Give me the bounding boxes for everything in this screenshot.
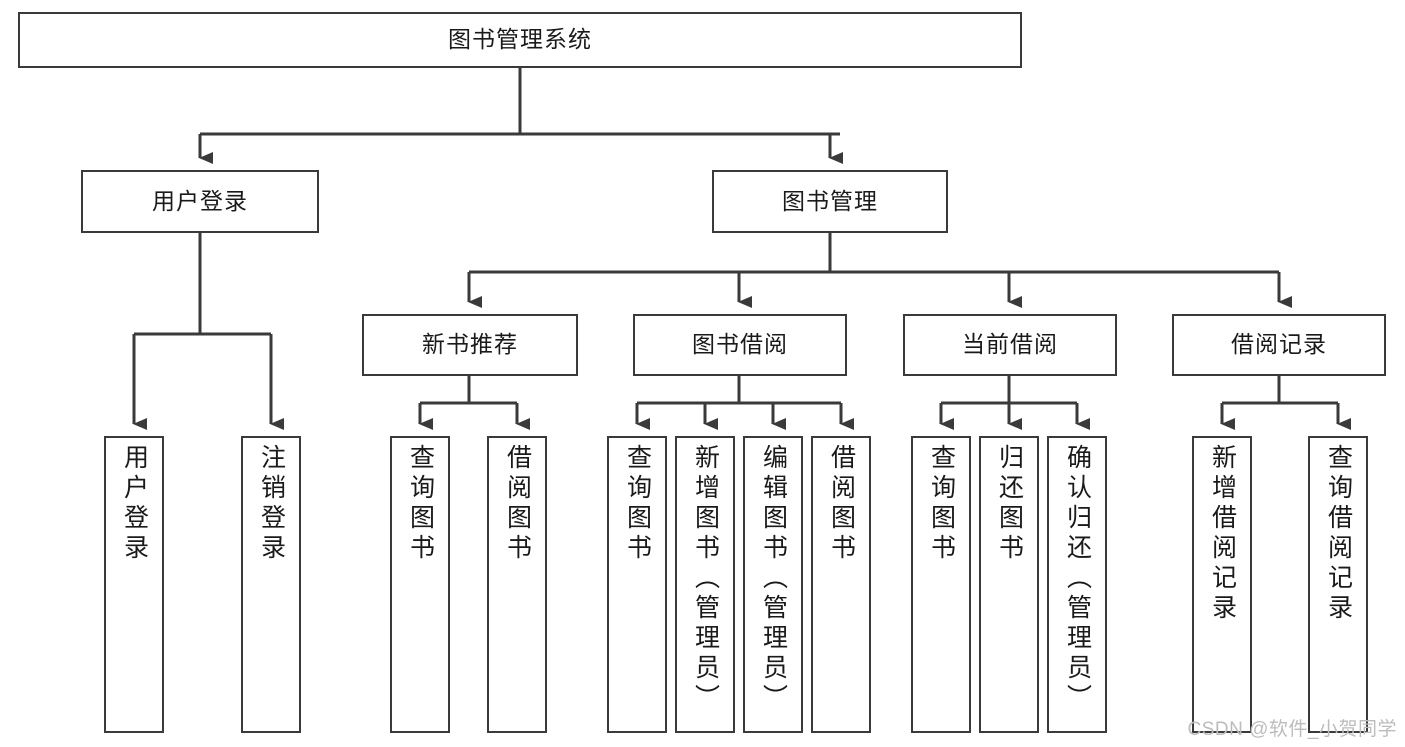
node-root[interactable]: 图书管理系统 [18, 12, 1022, 68]
node-leaf-query-book-1-label: 查询图书 [406, 444, 435, 564]
node-leaf-borrow-book-2[interactable]: 借阅图书 [811, 436, 871, 733]
node-leaf-logout-login[interactable]: 注销登录 [241, 436, 301, 733]
node-book-borrow-label: 图书借阅 [692, 331, 788, 358]
node-book-manage[interactable]: 图书管理 [712, 170, 948, 233]
node-leaf-query-book-1[interactable]: 查询图书 [390, 436, 450, 733]
node-leaf-add-book-label: 新增图书（管理员） [691, 444, 720, 714]
node-leaf-add-record[interactable]: 新增借阅记录 [1192, 436, 1252, 733]
node-current-borrow-label: 当前借阅 [962, 331, 1058, 358]
node-leaf-edit-book-label: 编辑图书（管理员） [759, 444, 788, 714]
node-leaf-query-book-2[interactable]: 查询图书 [607, 436, 667, 733]
node-leaf-query-record-label: 查询借阅记录 [1324, 444, 1353, 624]
node-leaf-borrow-book-2-label: 借阅图书 [827, 444, 856, 564]
node-current-borrow[interactable]: 当前借阅 [903, 314, 1117, 376]
node-borrow-record[interactable]: 借阅记录 [1172, 314, 1386, 376]
node-new-book-rec[interactable]: 新书推荐 [362, 314, 578, 376]
node-leaf-query-book-2-label: 查询图书 [623, 444, 652, 564]
node-user-login-label: 用户登录 [152, 187, 248, 214]
node-leaf-confirm-return-label: 确认归还（管理员） [1063, 444, 1092, 714]
node-leaf-edit-book[interactable]: 编辑图书（管理员） [743, 436, 803, 733]
node-leaf-logout-login-label: 注销登录 [257, 444, 286, 564]
node-leaf-user-login-label: 用户登录 [120, 444, 149, 564]
node-book-borrow[interactable]: 图书借阅 [633, 314, 847, 376]
node-leaf-return-book-label: 归还图书 [995, 444, 1024, 564]
node-leaf-query-record[interactable]: 查询借阅记录 [1308, 436, 1368, 733]
node-leaf-query-book-3[interactable]: 查询图书 [911, 436, 971, 733]
node-leaf-borrow-book-1[interactable]: 借阅图书 [487, 436, 547, 733]
node-root-label: 图书管理系统 [448, 26, 592, 53]
node-leaf-borrow-book-1-label: 借阅图书 [503, 444, 532, 564]
node-leaf-query-book-3-label: 查询图书 [927, 444, 956, 564]
node-leaf-user-login[interactable]: 用户登录 [104, 436, 164, 733]
node-new-book-rec-label: 新书推荐 [422, 331, 518, 358]
node-leaf-add-book[interactable]: 新增图书（管理员） [675, 436, 735, 733]
node-leaf-return-book[interactable]: 归还图书 [979, 436, 1039, 733]
node-borrow-record-label: 借阅记录 [1231, 331, 1327, 358]
node-leaf-confirm-return[interactable]: 确认归还（管理员） [1047, 436, 1107, 733]
node-book-manage-label: 图书管理 [782, 187, 878, 214]
node-leaf-add-record-label: 新增借阅记录 [1208, 444, 1237, 624]
watermark-text: CSDN @软件_小贺同学 [1187, 719, 1397, 740]
node-user-login[interactable]: 用户登录 [81, 170, 319, 233]
